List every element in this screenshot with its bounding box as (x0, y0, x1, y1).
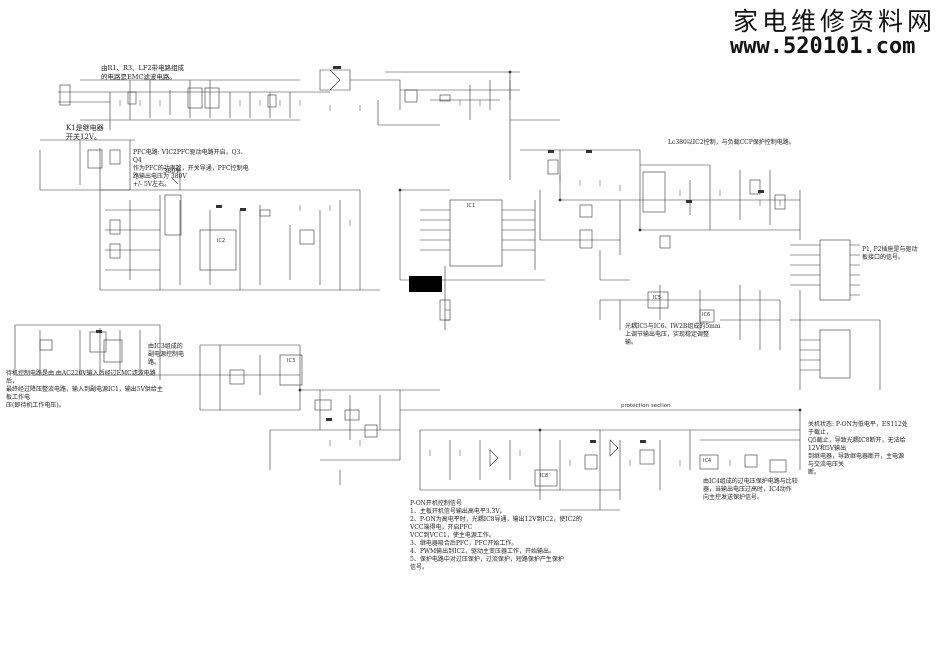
note-power-on: 关机状态: P-ON为低电平，ES112处于截止， Q5截止，导致光耦IC8断开… (808, 421, 908, 476)
label-protection-section: protection section (621, 403, 671, 409)
chip-label-ic8: IC8 (540, 473, 549, 479)
note-standby: 待机控制电路是由 由AC220V输入后经过EMC滤波电路后， 最终经过降压整流电… (6, 370, 163, 409)
chip-label-ic3: IC3 (287, 358, 296, 364)
watermark-title: 家电维修资料网 (733, 7, 937, 36)
chip-label-ic5: IC5 (653, 295, 662, 301)
note-relay: K1是继电器 开关12V。 (66, 124, 104, 141)
chip-label-ic6: IC6 (702, 312, 711, 318)
chip-label-ic4: IC4 (703, 458, 712, 464)
chip-label-ic1: IC1 (467, 203, 476, 209)
chip-label-ic2: IC2 (217, 238, 226, 244)
note-protection-ic: 由IC4组成的过电压保护电路与比较 器，当输出电压过高时，IC4动作 向主控发送… (703, 478, 798, 501)
redacted-block (409, 276, 442, 292)
note-pfc-voltage: 380V (163, 167, 181, 175)
note-ic1: 光耦IC5与IC6、IW2B组成的5mm 上调节输出电压，实现稳定调整 输。 (625, 323, 721, 346)
note-emc: 由R1、R3、LF2带电路组成 的电路是EMC滤波电路。 (101, 64, 185, 81)
note-connectors: P1, P2插座是与驱动 板接口的信号。 (862, 246, 918, 261)
watermark-url: www.520101.com (730, 34, 916, 59)
note-llc: Lc380以IC2控制，与负载CCP保护控制电路。 (668, 139, 795, 146)
note-pfc: PFC电路: VIC2PFC驱动电路开启，Q3、Q4 作为PFC的功率管，开关导… (133, 149, 249, 188)
note-standby-ic: 由IC3组成的 副电源控制电 路。 (148, 343, 185, 366)
note-pon: P-ON开机控制信号 1、主板开机信号输出高电平3.3V。 2、P-ON为高电平… (410, 500, 583, 571)
